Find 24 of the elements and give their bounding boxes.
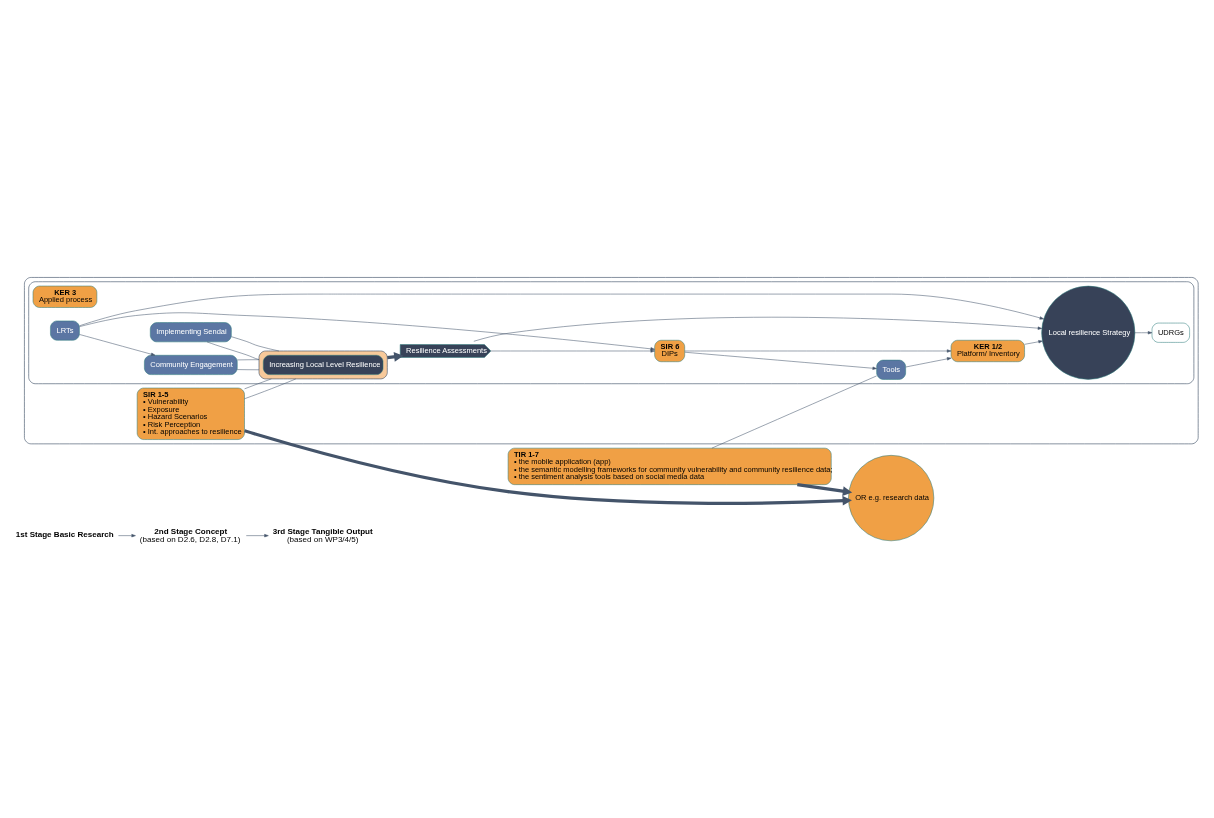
arrow	[473, 316, 1043, 342]
cluster	[258, 350, 388, 379]
cluster	[24, 276, 1199, 444]
arrow	[490, 348, 655, 353]
connector	[244, 378, 272, 389]
connector	[231, 335, 280, 351]
arrow	[246, 533, 269, 537]
arrow	[244, 428, 852, 506]
connector	[206, 341, 260, 360]
connector	[244, 378, 297, 399]
arrow	[1024, 339, 1043, 345]
arrow	[79, 312, 655, 350]
arrow	[684, 348, 952, 353]
arrow	[1134, 330, 1153, 334]
arrow	[79, 293, 1044, 326]
cluster	[28, 280, 1195, 384]
connector	[237, 358, 260, 360]
arrow	[79, 333, 156, 356]
connector	[711, 375, 877, 448]
arrow	[684, 351, 877, 370]
arrow	[905, 356, 952, 367]
connector	[237, 368, 260, 370]
arrow	[118, 533, 136, 537]
arrow	[797, 482, 853, 496]
